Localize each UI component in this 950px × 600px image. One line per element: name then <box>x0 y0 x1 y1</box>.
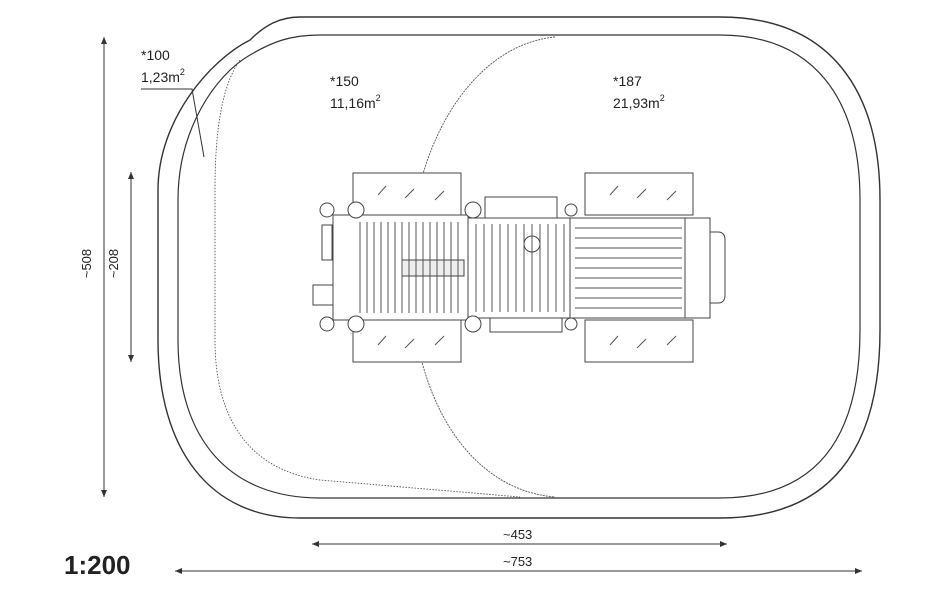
zone-150-area-value: 11,16m <box>330 95 376 111</box>
zone-187-area-value: 21,93m <box>613 95 660 111</box>
zone-187-code: *187 <box>613 73 642 89</box>
zone-100-area: 1,23m2 <box>141 64 185 86</box>
equipment-height-label: ~208 <box>106 248 122 279</box>
outer-boundary <box>157 16 881 519</box>
scale-label: 1:200 <box>64 550 131 580</box>
zone-100-code: *100 <box>141 47 170 63</box>
zone-187-area-exponent: 2 <box>659 93 665 103</box>
zone-150-label: *150 11,16m2 <box>330 73 381 112</box>
zone-150-area: 11,16m2 <box>330 90 381 112</box>
zone-187-area: 21,93m2 <box>613 90 665 112</box>
zone-150-boundary <box>214 59 521 498</box>
zone-150-area-exponent: 2 <box>375 93 381 103</box>
zone-100-leader <box>141 88 205 158</box>
zone-100-label: *100 1,23m2 <box>141 47 185 86</box>
total-width-label: ~753 <box>503 554 533 569</box>
zone-187-label: *187 21,93m2 <box>613 73 665 112</box>
zone-100-area-value: 1,23m <box>141 69 180 85</box>
play-equipment-vehicle <box>312 172 726 363</box>
total-height-label: ~508 <box>79 248 95 279</box>
inner-boundary <box>177 34 861 499</box>
equipment-width-label: ~453 <box>503 527 533 542</box>
zone-150-code: *150 <box>330 73 359 89</box>
zone-100-area-exponent: 2 <box>179 67 185 77</box>
